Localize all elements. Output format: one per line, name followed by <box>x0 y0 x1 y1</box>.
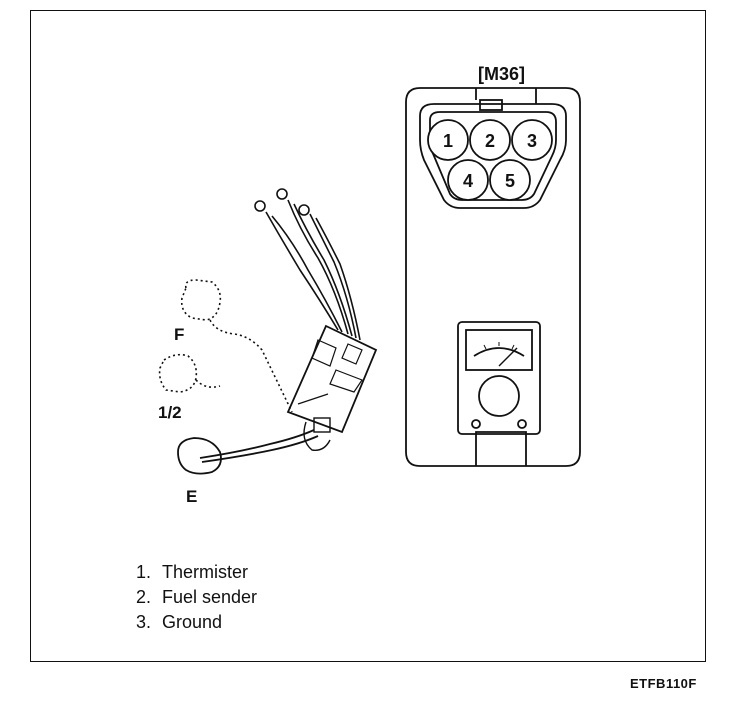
legend-text: Thermister <box>162 562 249 582</box>
legend-item-fuel-sender: 2. Fuel sender <box>136 585 257 610</box>
pin-3 <box>511 119 553 161</box>
label-full: F <box>174 325 184 344</box>
pin-5-label: 5 <box>505 171 515 191</box>
pin-1-label: 1 <box>443 131 453 151</box>
legend-number: 1. <box>136 562 152 582</box>
legend-item-ground: 3. Ground <box>136 610 257 635</box>
figure-code: ETFB110F <box>630 676 697 691</box>
pin-4-label: 4 <box>463 171 473 191</box>
sender-lead-wires <box>254 188 361 341</box>
pin-5 <box>489 159 531 201</box>
sender-body <box>286 324 378 451</box>
connector-pins: 1 2 3 4 5 <box>427 119 553 201</box>
sender-float-half <box>158 353 221 393</box>
sender-float-full <box>180 279 293 413</box>
figure-frame <box>30 10 706 662</box>
multimeter <box>457 321 541 435</box>
legend-text: Ground <box>162 612 223 632</box>
label-empty: E <box>186 487 197 506</box>
connector-m36 <box>419 88 567 209</box>
legend: 1. Thermister 2. Fuel sender 3. Ground <box>136 560 257 635</box>
pin-1 <box>427 119 469 161</box>
connector-panel <box>405 87 581 467</box>
legend-item-thermister: 1. Thermister <box>136 560 257 585</box>
connector-label: [M36] <box>478 64 525 84</box>
pin-4 <box>447 159 489 201</box>
legend-number: 2. <box>136 587 152 607</box>
sender-float-empty <box>177 429 319 475</box>
pin-2 <box>469 119 511 161</box>
legend-number: 3. <box>136 612 152 632</box>
pin-2-label: 2 <box>485 131 495 151</box>
label-half: 1/2 <box>158 403 182 422</box>
legend-text: Fuel sender <box>162 587 258 607</box>
pin-3-label: 3 <box>527 131 537 151</box>
